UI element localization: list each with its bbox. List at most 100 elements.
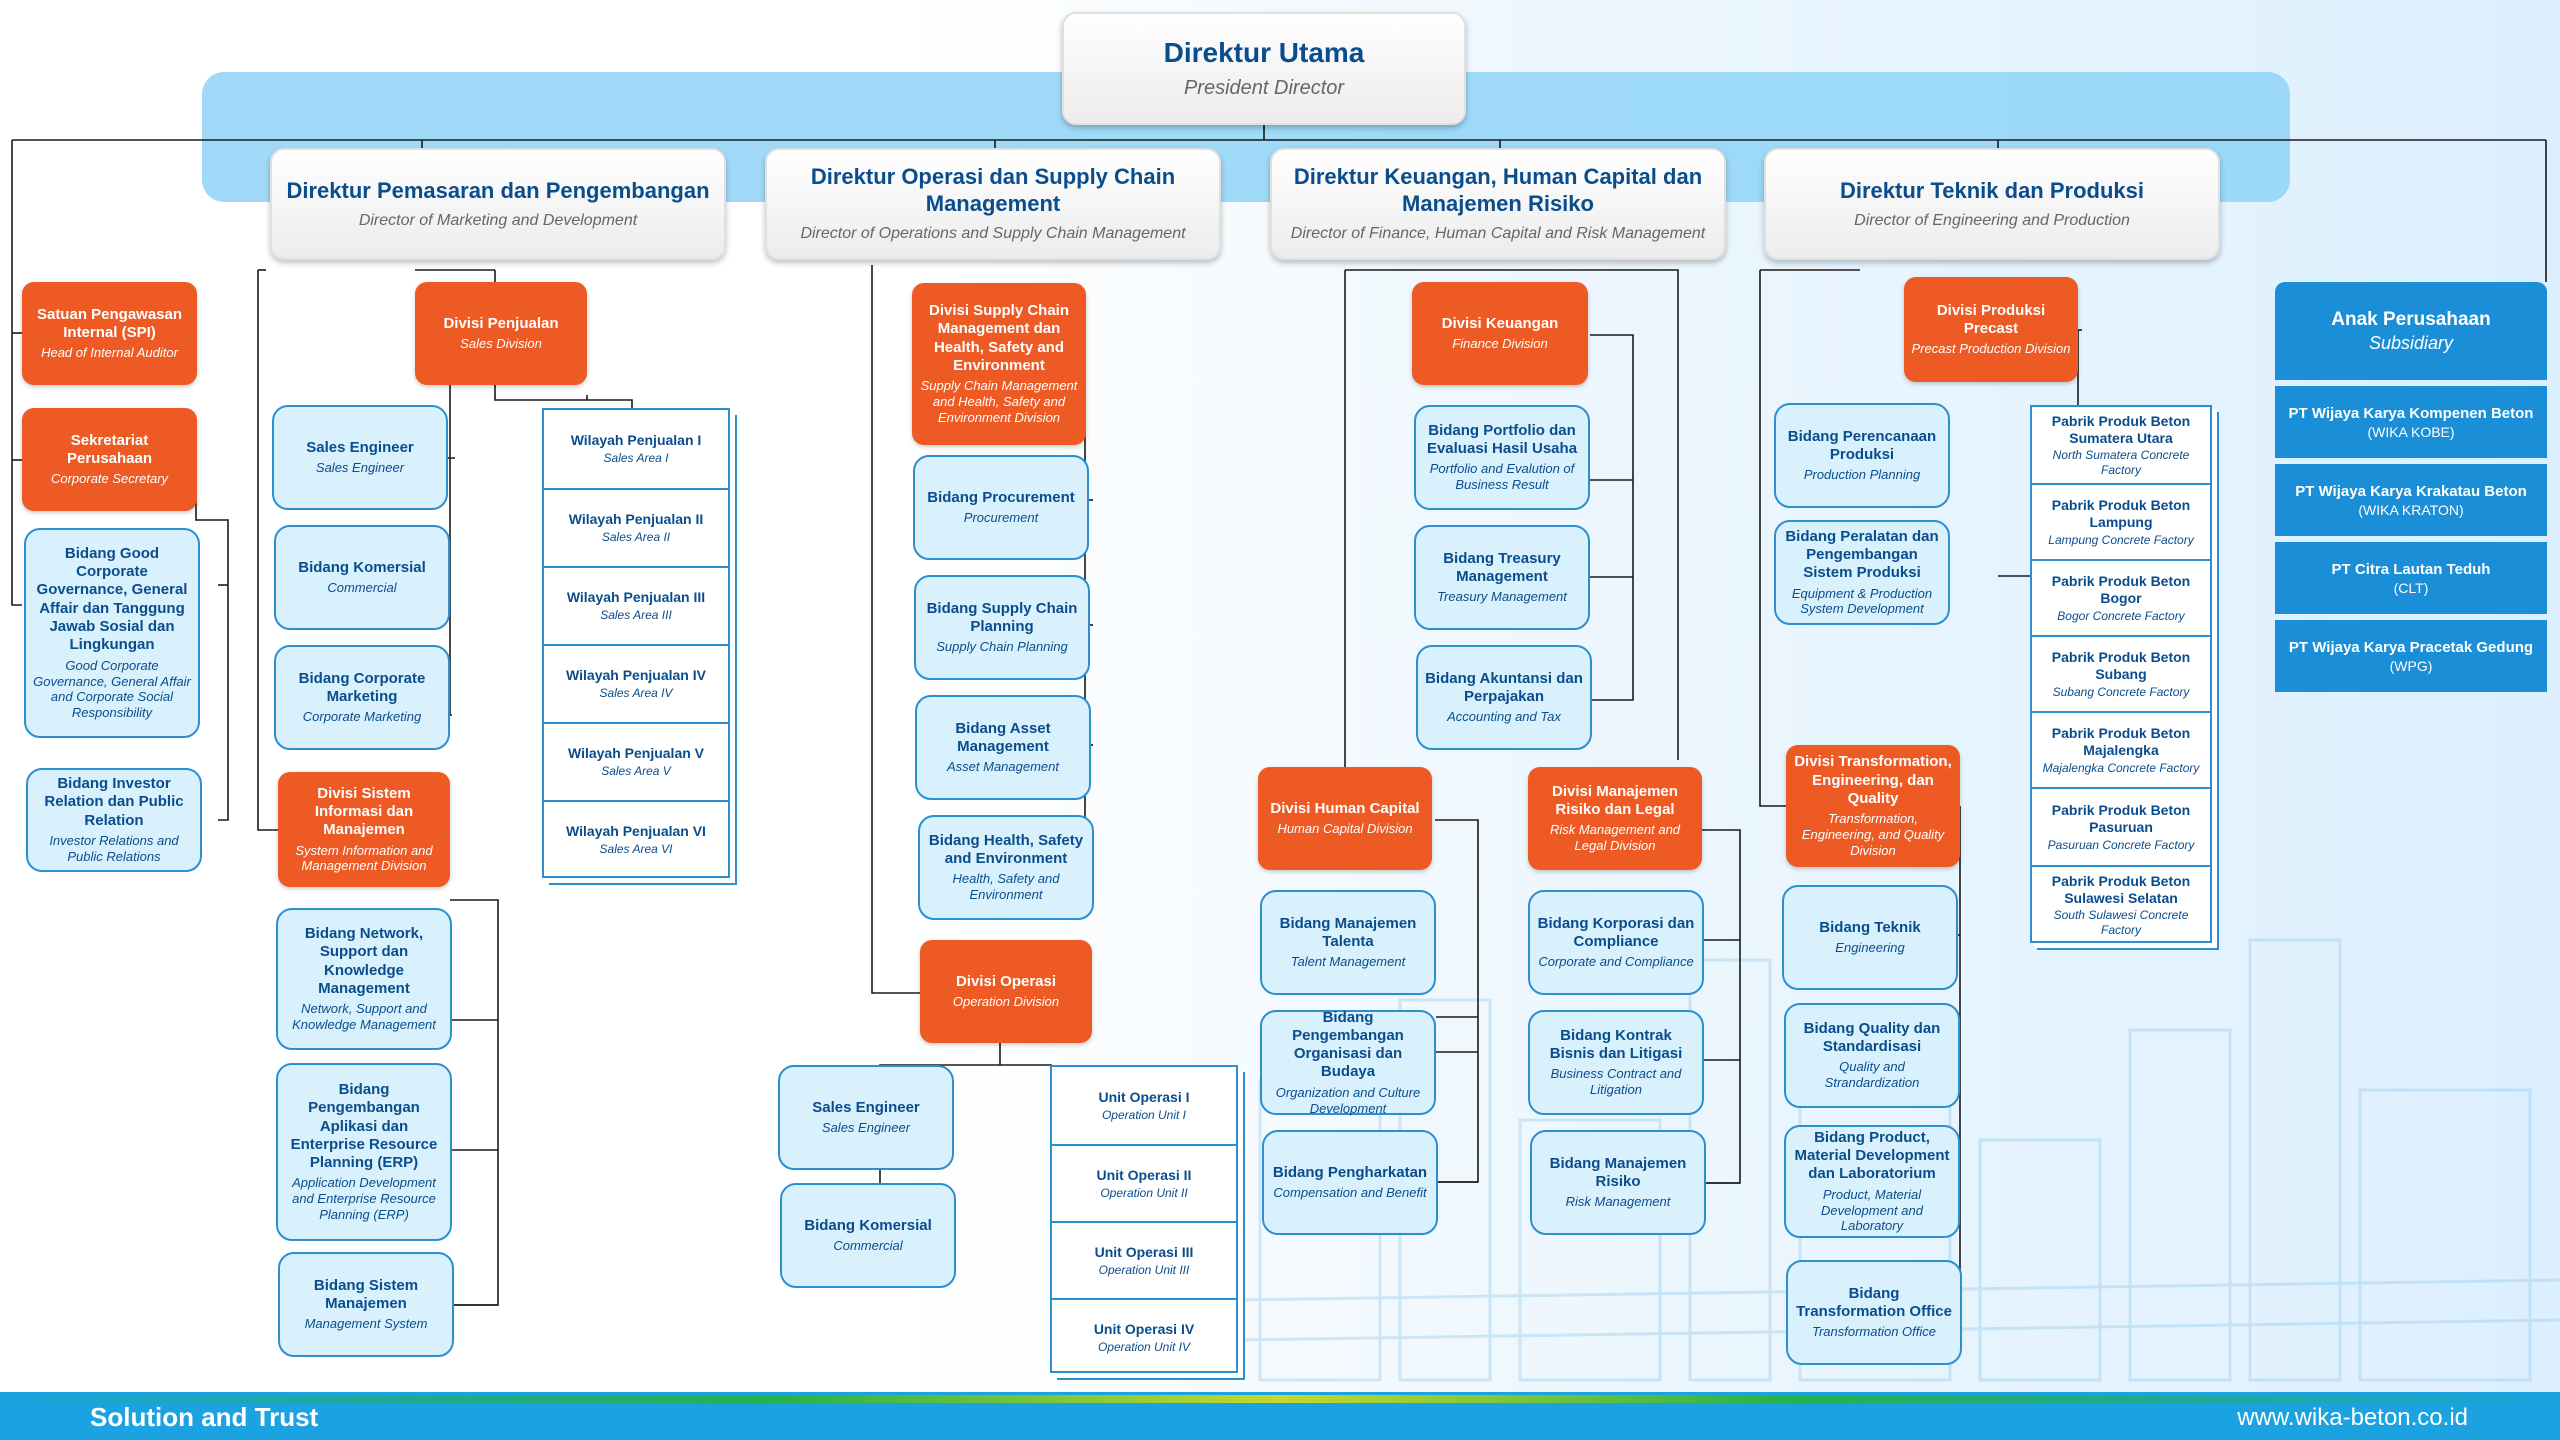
accounting-field-box: Bidang Akuntansi dan Perpajakan Accounti… — [1416, 645, 1592, 750]
sales-division-subtitle: Sales Division — [460, 336, 542, 352]
scm-division-box: Divisi Supply Chain Management dan Healt… — [912, 283, 1086, 445]
corporate-marketing-subtitle: Corporate Marketing — [302, 709, 422, 725]
risk-management-title: Bidang Manajemen Risiko — [1549, 1154, 1687, 1191]
risk-legal-division-title: Divisi Manajemen Risiko dan Legal — [1552, 782, 1678, 819]
director-finance-box: Direktur Keuangan, Human Capital dan Man… — [1270, 148, 1726, 260]
asset-management-title: Bidang Asset Management — [955, 719, 1051, 756]
production-planning-field-box: Bidang Perencanaan Produksi Production P… — [1774, 403, 1950, 508]
factory-title: Pabrik Produk Beton Sulawesi Selatan — [2051, 872, 2191, 906]
portfolio-title: Bidang Portfolio dan Evaluasi Hasil Usah… — [1426, 421, 1578, 458]
subsidiary-name: PT Wijaya Karya Pracetak Gedung — [2288, 638, 2534, 656]
operation-unit-title: Unit Operasi IV — [1093, 1320, 1195, 1337]
corporate-compliance-field-box: Bidang Korporasi dan Compliance Corporat… — [1528, 890, 1704, 995]
sales-area-subtitle: Sales Area I — [603, 451, 669, 466]
subsidiary-header-subtitle: Subsidiary — [2368, 332, 2454, 353]
management-system-title: Bidang Sistem Manajemen — [313, 1276, 419, 1313]
sales-area-subtitle: Sales Area VI — [599, 842, 673, 857]
corporate-secretary-title: Sekretariat Perusahaan — [66, 431, 153, 468]
production-planning-subtitle: Production Planning — [1803, 467, 1921, 483]
scm-division-title: Divisi Supply Chain Management dan Healt… — [928, 302, 1070, 374]
supply-chain-planning-subtitle: Supply Chain Planning — [936, 639, 1068, 655]
operation-unit-card: Unit Operasi I Operation Unit I — [1052, 1067, 1236, 1144]
organization-culture-field-box: Bidang Pengembangan Organisasi dan Buday… — [1260, 1008, 1436, 1116]
sales-area-title: Wilayah Penjualan V — [567, 745, 705, 762]
talent-management-field-box: Bidang Manajemen Talenta Talent Manageme… — [1260, 890, 1436, 995]
director-operations-box: Direktur Operasi dan Supply Chain Manage… — [765, 148, 1221, 260]
sales-area-card: Wilayah Penjualan I Sales Area I — [544, 410, 728, 488]
procurement-title: Bidang Procurement — [927, 488, 1075, 506]
asset-management-subtitle: Asset Management — [946, 759, 1059, 775]
finance-division-title: Divisi Keuangan — [1441, 314, 1559, 332]
factory-card: Pabrik Produk Beton Subang Subang Concre… — [2032, 635, 2210, 711]
president-title: Direktur Utama — [1163, 37, 1365, 69]
gcg-subtitle: Good Corporate Governance, General Affai… — [33, 657, 191, 721]
factories-stack: Pabrik Produk Beton Sumatera Utara North… — [2030, 405, 2212, 943]
portfolio-field-box: Bidang Portfolio dan Evaluasi Hasil Usah… — [1414, 405, 1590, 510]
quality-field-box: Bidang Quality dan Standardisasi Quality… — [1784, 1003, 1960, 1108]
operation-unit-subtitle: Operation Unit III — [1098, 1262, 1190, 1277]
operation-unit-card: Unit Operasi II Operation Unit II — [1052, 1144, 1236, 1221]
compensation-field-box: Bidang Pengharkatan Compensation and Ben… — [1262, 1130, 1438, 1235]
operation-division-subtitle: Operation Division — [952, 994, 1060, 1010]
factory-subtitle: Lampung Concrete Factory — [2048, 532, 2194, 547]
equipment-field-box: Bidang Peralatan dan Pengembangan Sistem… — [1774, 520, 1950, 625]
compensation-title: Bidang Pengharkatan — [1272, 1163, 1428, 1181]
operation-unit-card: Unit Operasi IV Operation Unit IV — [1052, 1298, 1236, 1375]
factory-subtitle: South Sulawesi Concrete Factory — [2053, 908, 2189, 937]
network-support-subtitle: Network, Support and Knowledge Managemen… — [292, 1001, 436, 1033]
factory-title: Pabrik Produk Beton Subang — [2051, 649, 2191, 682]
product-material-field-box: Bidang Product, Material Development dan… — [1784, 1125, 1960, 1238]
sales-area-title: Wilayah Penjualan II — [568, 511, 704, 528]
precast-division-subtitle: Precast Production Division — [1911, 341, 2071, 357]
president-director-box: Direktur Utama President Director — [1062, 12, 1466, 125]
factory-title: Pabrik Produk Beton Majalengka — [2051, 725, 2191, 758]
gcg-field-box: Bidang Good Corporate Governance, Genera… — [24, 528, 200, 738]
subsidiary-item: PT Wijaya Karya Kompenen Beton (WIKA KOB… — [2275, 386, 2547, 458]
corporate-secretary-subtitle: Corporate Secretary — [50, 471, 169, 487]
compensation-subtitle: Compensation and Benefit — [1273, 1185, 1427, 1201]
product-material-subtitle: Product, Material Development and Labora… — [1821, 1186, 1923, 1234]
subsidiary-code: (WIKA KRATON) — [2358, 501, 2464, 518]
factory-subtitle: Bogor Concrete Factory — [2057, 608, 2185, 623]
subsidiary-item: PT Citra Lautan Teduh (CLT) — [2275, 542, 2547, 614]
sim-division-box: Divisi Sistem Informasi dan Manajemen Sy… — [278, 772, 450, 887]
talent-management-subtitle: Talent Management — [1290, 954, 1406, 970]
sales-area-subtitle: Sales Area II — [601, 530, 671, 545]
operation-units-stack: Unit Operasi I Operation Unit I Unit Ope… — [1050, 1065, 1238, 1373]
sales-area-title: Wilayah Penjualan IV — [566, 667, 706, 684]
commercial-field-box: Bidang Komersial Commercial — [274, 525, 450, 630]
sales-engineer-title: Sales Engineer — [306, 438, 414, 456]
footer-website-link[interactable]: www.wika-beton.co.id — [2237, 1404, 2468, 1431]
finance-division-box: Divisi Keuangan Finance Division — [1412, 282, 1588, 385]
sales-area-card: Wilayah Penjualan VI Sales Area VI — [544, 800, 728, 878]
finance-division-subtitle: Finance Division — [1452, 336, 1548, 352]
factory-subtitle: North Sumatera Concrete Factory — [2052, 448, 2190, 477]
organization-culture-title: Bidang Pengembangan Organisasi dan Buday… — [1292, 1008, 1404, 1081]
ops-commercial-title: Bidang Komersial — [804, 1216, 932, 1234]
risk-management-subtitle: Risk Management — [1565, 1194, 1671, 1210]
subsidiary-header-title: Anak Perusahaan — [2331, 308, 2491, 330]
quality-title: Bidang Quality dan Standardisasi — [1803, 1019, 1941, 1056]
talent-management-title: Bidang Manajemen Talenta — [1279, 914, 1417, 951]
sales-area-card: Wilayah Penjualan II Sales Area II — [544, 488, 728, 566]
subsidiary-item: PT Wijaya Karya Pracetak Gedung (WPG) — [2275, 620, 2547, 692]
treasury-title: Bidang Treasury Management — [1443, 549, 1561, 586]
risk-management-field-box: Bidang Manajemen Risiko Risk Management — [1530, 1130, 1706, 1235]
accounting-title: Bidang Akuntansi dan Perpajakan — [1425, 669, 1583, 706]
teq-division-title: Divisi Transformation, Engineering, dan … — [1794, 753, 1952, 807]
director-operations-title: Direktur Operasi dan Supply Chain Manage… — [810, 164, 1176, 217]
factory-subtitle: Majalengka Concrete Factory — [2042, 760, 2200, 775]
sales-engineer-subtitle: Sales Engineer — [315, 460, 405, 476]
human-capital-division-subtitle: Human Capital Division — [1277, 821, 1413, 837]
subsidiary-item: PT Wijaya Karya Krakatau Beton (WIKA KRA… — [2275, 464, 2547, 536]
supply-chain-planning-field-box: Bidang Supply Chain Planning Supply Chai… — [914, 575, 1090, 680]
treasury-subtitle: Treasury Management — [1437, 589, 1567, 605]
treasury-field-box: Bidang Treasury Management Treasury Mana… — [1414, 525, 1590, 630]
subsidiary-code: (WPG) — [2389, 657, 2433, 674]
factory-subtitle: Pasuruan Concrete Factory — [2047, 837, 2195, 852]
director-engineering-box: Direktur Teknik dan Produksi Director of… — [1764, 148, 2220, 260]
spi-box: Satuan Pengawasan Internal (SPI) Head of… — [22, 282, 197, 385]
director-finance-title: Direktur Keuangan, Human Capital dan Man… — [1293, 164, 1703, 217]
hse-title: Bidang Health, Safety and Environment — [928, 831, 1084, 868]
product-material-title: Bidang Product, Material Development dan… — [1794, 1128, 1950, 1183]
